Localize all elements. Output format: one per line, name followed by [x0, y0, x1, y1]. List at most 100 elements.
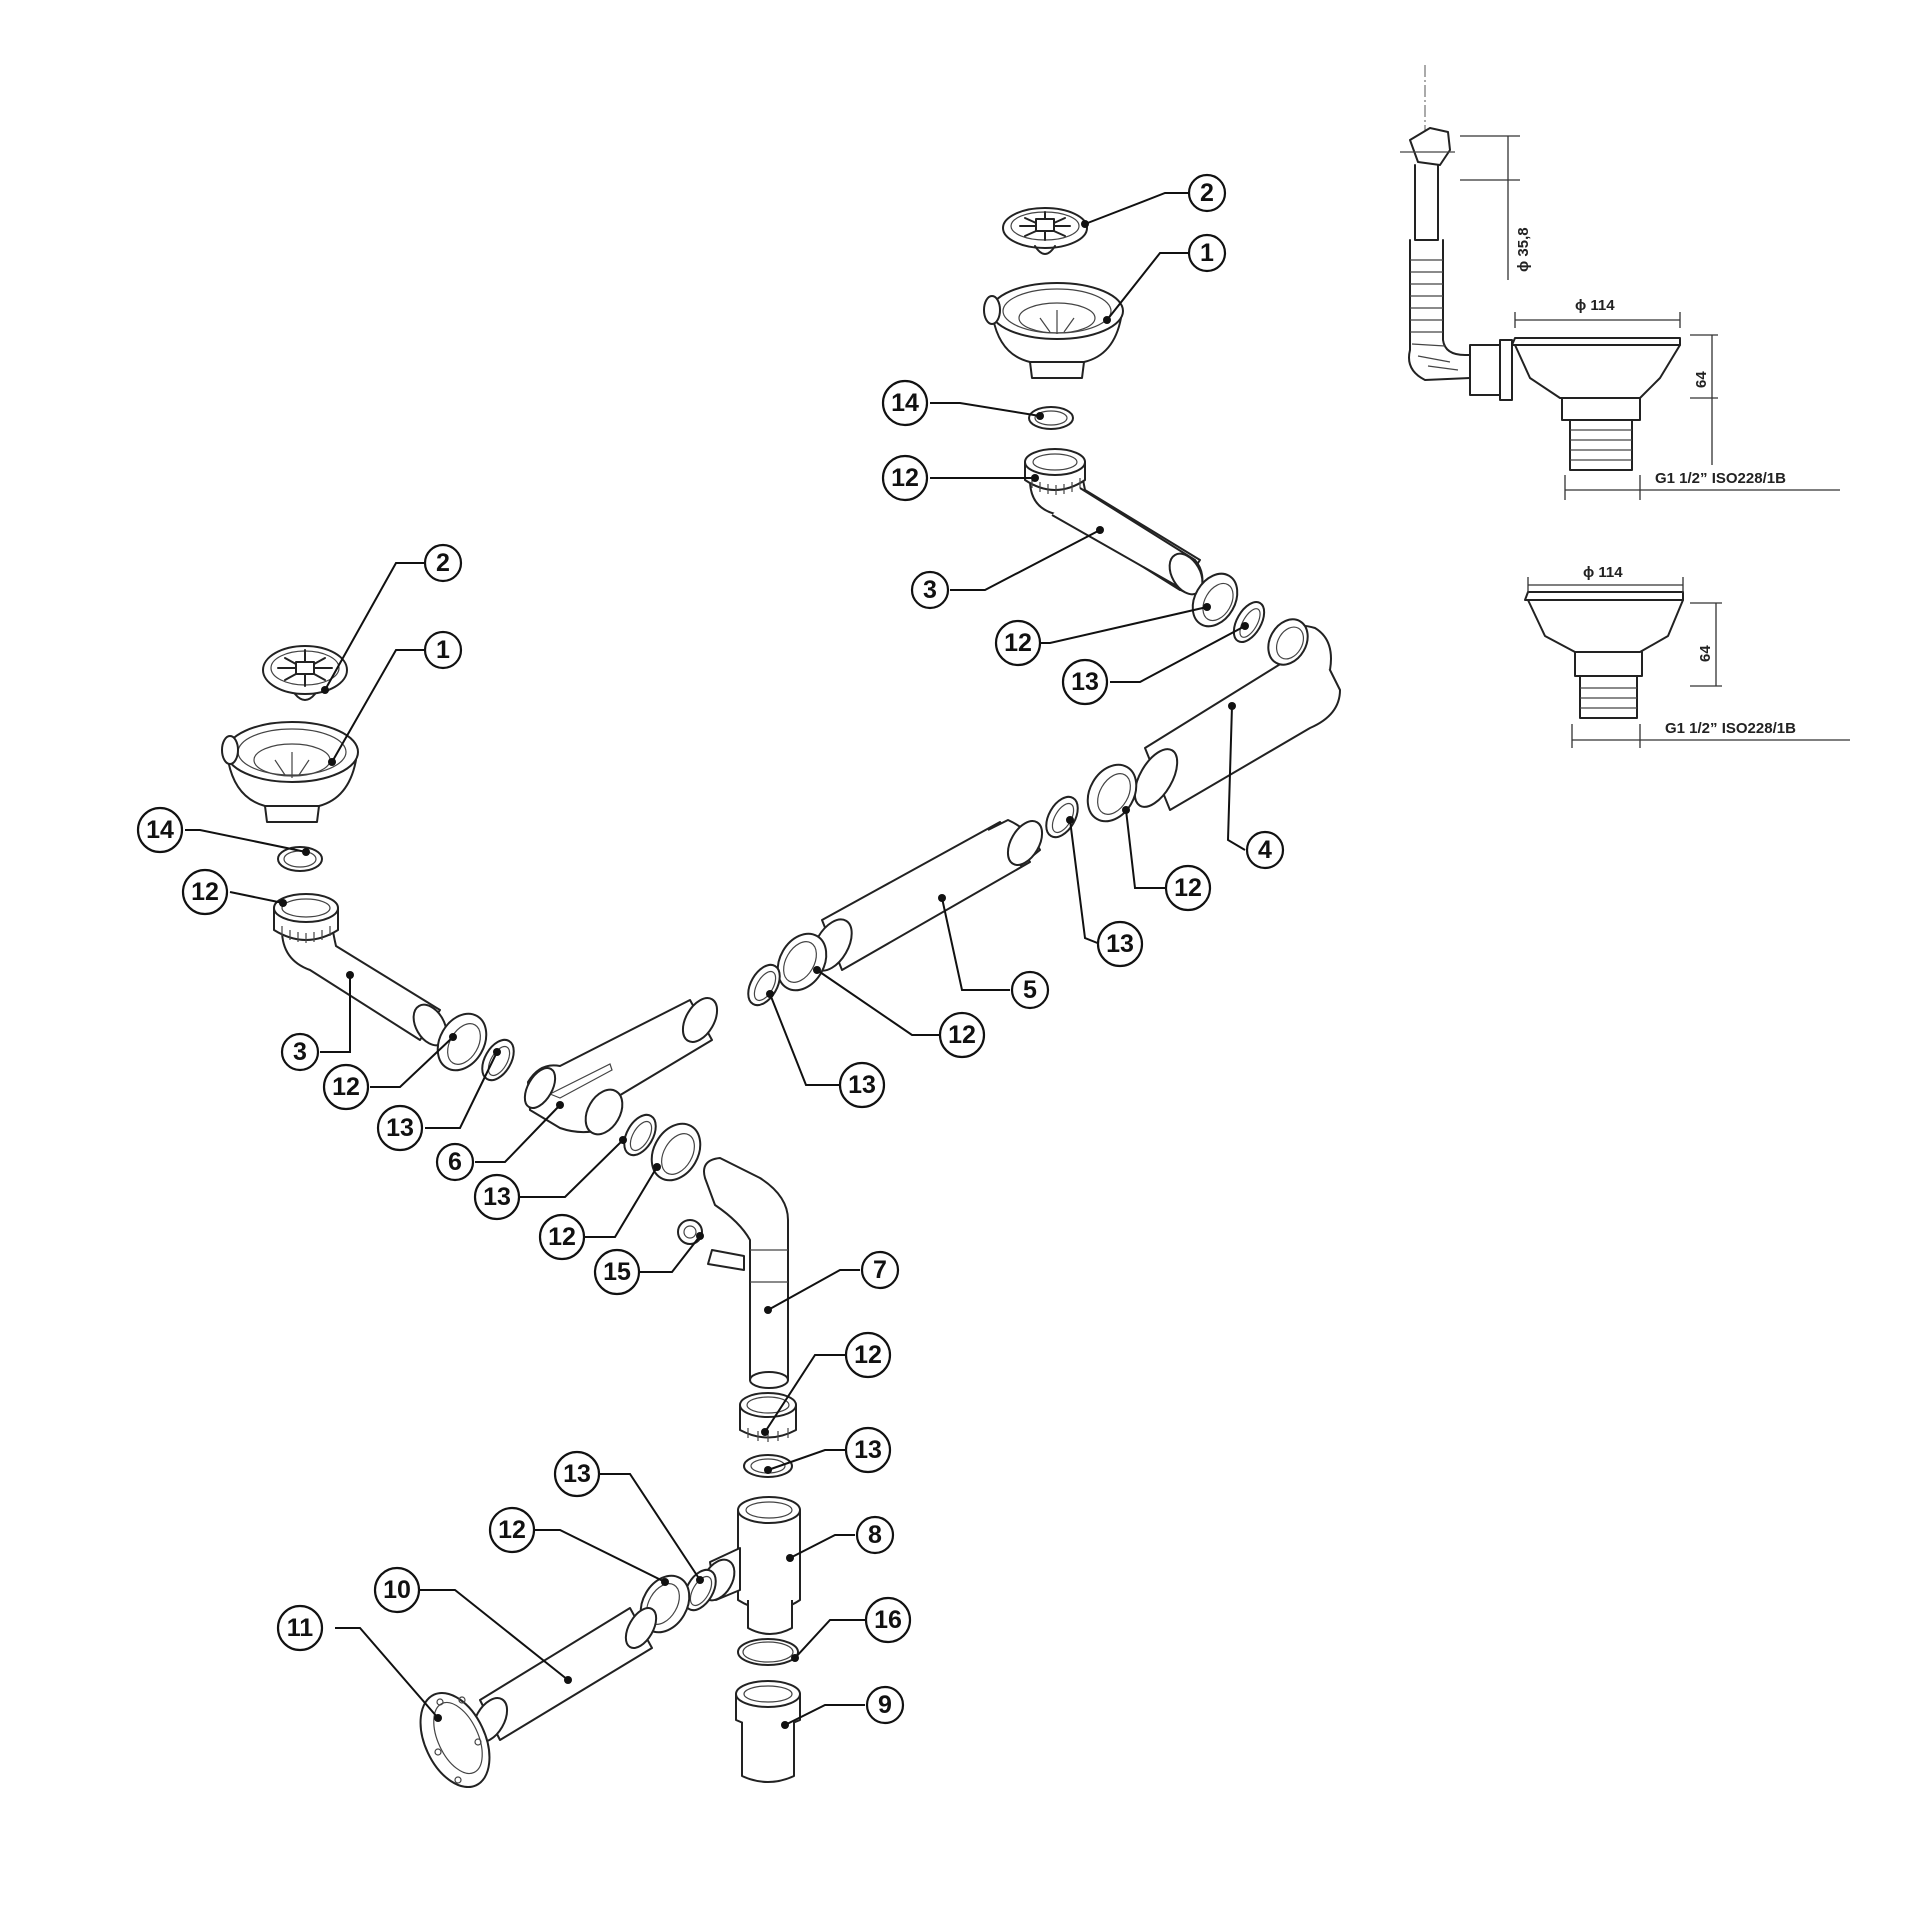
outlet-pipe	[471, 1607, 658, 1743]
thread-spec-label: G1 1/2” ISO228/1B	[1655, 470, 1786, 487]
o-ring	[737, 1638, 799, 1666]
callout-label: 12	[1174, 874, 1202, 902]
leader-dots	[279, 220, 1249, 1729]
leader-lines	[185, 192, 1246, 1726]
callout-label: 12	[498, 1516, 526, 1544]
strainer-diameter-label: ϕ 114	[1575, 297, 1615, 314]
callout-12-trap-top: 12	[844, 1331, 892, 1379]
callout-13-tee: 13	[473, 1173, 521, 1221]
callout-10: 10	[373, 1566, 421, 1614]
callout-label: 13	[1071, 668, 1099, 696]
trap-body	[700, 1496, 801, 1635]
callout-12-pipe5: 12	[938, 1011, 986, 1059]
elbow-pipe-left	[273, 893, 448, 1047]
callout-label: 13	[848, 1071, 876, 1099]
callout-label: 13	[854, 1436, 882, 1464]
callout-14-right: 14	[881, 379, 929, 427]
callout-label: 12	[948, 1021, 976, 1049]
pipe-diameter-label: ϕ 35,8	[1515, 227, 1532, 272]
callout-label: 14	[146, 816, 174, 844]
callout-label: 8	[868, 1521, 882, 1549]
callout-12-pipe4: 12	[1164, 864, 1212, 912]
callout-label: 1	[1200, 239, 1214, 267]
nut-ring-tee-outlet	[623, 1113, 702, 1182]
callout-7: 7	[860, 1250, 900, 1290]
callout-12-trap-side: 12	[488, 1506, 536, 1554]
basket-strainer-left	[221, 721, 359, 823]
tee-connector	[523, 997, 719, 1136]
callout-12-left-elbow: 12	[322, 1063, 370, 1111]
strainer-height-label-2: 64	[1697, 645, 1714, 662]
callout-3-left: 3	[280, 1032, 320, 1072]
long-elbow-pipe	[1133, 618, 1341, 811]
nut-ring-left-elbow	[436, 1012, 515, 1082]
callout-14-left: 14	[136, 806, 184, 854]
callout-16: 16	[864, 1596, 912, 1644]
callout-11: 11	[276, 1604, 324, 1652]
callout-13-left-elbow: 13	[376, 1104, 424, 1152]
callout-12-left-top: 12	[181, 868, 229, 916]
callout-13-pipe4: 13	[1096, 920, 1144, 968]
straight-pipe	[811, 819, 1044, 972]
dimension-view-strainer: ϕ 114 64 G1 1/2” ISO228/1B	[1524, 564, 1850, 748]
bent-pipe-with-inlet	[703, 1157, 789, 1389]
callout-5: 5	[1010, 970, 1050, 1010]
callout-2-left: 2	[423, 543, 463, 583]
callout-label: 13	[1106, 930, 1134, 958]
callout-label: 10	[383, 1576, 411, 1604]
callout-1-right: 1	[1187, 233, 1227, 273]
callout-label: 13	[483, 1183, 511, 1211]
callout-9: 9	[865, 1685, 905, 1725]
callout-label: 4	[1258, 836, 1272, 864]
dimension-view-hose: ϕ 35,8 ϕ 114 64 G1 1/2” ISO228/1B	[1400, 65, 1840, 500]
callout-label: 14	[891, 389, 919, 417]
callout-label: 7	[873, 1256, 887, 1284]
callout-label: 2	[436, 549, 450, 577]
washer-right	[1028, 406, 1074, 430]
callout-13-trap-side: 13	[553, 1450, 601, 1498]
callout-label: 2	[1200, 179, 1214, 207]
callout-1-left: 1	[423, 630, 463, 670]
callout-6: 6	[435, 1142, 475, 1182]
callout-label: 3	[293, 1038, 307, 1066]
callout-label: 5	[1023, 976, 1037, 1004]
callout-8: 8	[855, 1515, 895, 1555]
callout-label: 12	[191, 878, 219, 906]
callout-label: 13	[386, 1114, 414, 1142]
callout-12-tee: 12	[538, 1213, 586, 1261]
callout-13-right-mid: 13	[1061, 658, 1109, 706]
callout-label: 3	[923, 576, 937, 604]
nut-trap-top	[739, 1392, 797, 1442]
callout-label: 16	[874, 1606, 902, 1634]
callout-label: 6	[448, 1148, 462, 1176]
trap-cup	[735, 1680, 801, 1783]
nut-ring-middle	[1045, 763, 1138, 839]
callout-12-right-top: 12	[881, 454, 929, 502]
callout-3-right: 3	[910, 570, 950, 610]
basket-strainer-right	[983, 282, 1124, 379]
callout-label: 1	[436, 636, 450, 664]
strainer-plug-right	[1002, 207, 1088, 255]
callout-15: 15	[593, 1248, 641, 1296]
callout-13-pipe5: 13	[838, 1061, 886, 1109]
callout-4: 4	[1245, 830, 1285, 870]
callout-label: 12	[332, 1073, 360, 1101]
callout-label: 12	[548, 1223, 576, 1251]
callout-label: 12	[854, 1341, 882, 1369]
small-cap	[677, 1219, 703, 1245]
callout-label: 15	[603, 1258, 631, 1286]
strainer-height-label: 64	[1693, 371, 1710, 388]
nut-ring-right-upper	[1191, 572, 1266, 643]
callout-2-right: 2	[1187, 173, 1227, 213]
strainer-plug-left	[262, 645, 348, 701]
callout-label: 13	[563, 1460, 591, 1488]
callout-label: 9	[878, 1691, 892, 1719]
callout-label: 12	[1004, 629, 1032, 657]
callout-12-right-mid: 12	[994, 619, 1042, 667]
elbow-pipe-right	[1024, 448, 1204, 596]
thread-spec-label-2: G1 1/2” ISO228/1B	[1665, 720, 1796, 737]
callout-13-trap-top: 13	[844, 1426, 892, 1474]
callout-label: 12	[891, 464, 919, 492]
washer-left	[277, 846, 323, 872]
